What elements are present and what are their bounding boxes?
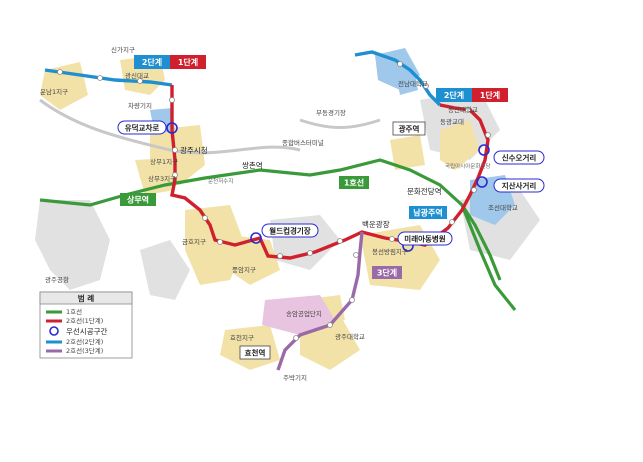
pill-mirae: 미래아동병원 — [404, 234, 445, 244]
station-sangmu: 상무역 — [127, 195, 149, 205]
stage1-path — [170, 85, 490, 260]
label-donggyo: 동광교대 — [440, 118, 464, 126]
legend-item-line1: 1호선 — [66, 307, 82, 316]
station-hyocheon: 효천역 — [245, 348, 266, 358]
station-boxes: 상무역 1호선 광주역 남광주역 3단계 효천역 — [120, 121, 447, 360]
area-labels: 신가지구 광신대교 운남1지구 차량기지 상무1지구 상무3지구 광주시청 쌍촌… — [40, 45, 518, 382]
label-gwangsin: 광신대교 — [125, 71, 149, 80]
label-joseon: 조선대학교 — [488, 203, 518, 212]
label-asia: 국립아시아문화전당 — [445, 162, 491, 170]
stage3-path — [276, 231, 364, 371]
priority-markers — [166, 122, 490, 252]
stage2-west-path — [44, 68, 173, 87]
base-areas — [35, 90, 540, 300]
tag-west-stage1: 1단계 — [178, 57, 198, 67]
label-charyang: 차량기지 — [128, 101, 152, 110]
rivers — [39, 98, 381, 155]
label-unchun: 운천저수지 — [208, 177, 233, 185]
label-songam: 송암공업단지 — [286, 309, 322, 318]
pill-sinsu: 신수오거리 — [502, 153, 537, 163]
label-gwangjusicheong: 광주시청 — [180, 145, 208, 155]
station-line1: 1호선 — [344, 178, 364, 188]
label-sangmu1: 상무1지구 — [150, 157, 178, 166]
station-namgwangju: 남광주역 — [413, 208, 442, 218]
label-jubak: 주박기지 — [283, 373, 307, 382]
tag-east-stage1: 1단계 — [480, 90, 500, 100]
label-hyocheon-district: 효천지구 — [230, 333, 254, 342]
legend: 범 례 1호선 2호선(1단계) 우선시공구간 2호선(2단계) 2호선(3단계… — [39, 291, 133, 359]
station-stage3: 3단계 — [377, 268, 397, 278]
legend-item-priority: 우선시공구간 — [66, 326, 107, 336]
station-gwangju: 광주역 — [399, 124, 420, 134]
pill-labels: 유덕교차로 월드컵경기장 신수오거리 지산사거리 미래아동병원 — [117, 120, 545, 246]
label-munhwa: 문화전당역 — [407, 186, 442, 196]
legend-item-stage1: 2호선(1단계) — [66, 316, 103, 325]
label-pungam: 풍암지구 — [232, 265, 256, 274]
label-sangmu3: 상무3지구 — [148, 174, 176, 183]
legend-title: 범 례 — [78, 293, 95, 303]
stage2-east-path — [354, 50, 442, 107]
line1-branch — [460, 204, 517, 311]
legend-item-stage2: 2호선(2단계) — [66, 337, 103, 346]
pill-worldcup: 월드컵경기장 — [269, 226, 310, 236]
label-baegun: 백운광장 — [362, 219, 390, 229]
tag-east-stage2: 2단계 — [444, 90, 464, 100]
label-sinka: 신가지구 — [111, 45, 135, 54]
legend-item-stage3: 2호선(3단계) — [66, 346, 103, 355]
label-ssangchon: 쌍촌역 — [242, 160, 263, 170]
label-gwangju-airport: 광주공항 — [45, 275, 69, 284]
label-unnam1: 운남1지구 — [40, 87, 68, 96]
label-bongseon: 봉선방림지구 — [372, 247, 408, 256]
tag-west-stage2: 2단계 — [142, 57, 162, 67]
label-jeonnam: 전남대학교 — [398, 79, 428, 88]
label-geumho: 금호지구 — [182, 237, 206, 246]
label-gwangju-univ: 광주대학교 — [335, 332, 365, 341]
industrial-area — [262, 295, 335, 335]
pill-jisan: 지산사거리 — [502, 181, 537, 191]
label-runway: 부동경기장 — [316, 108, 346, 117]
stage-tags: 2단계 1단계 2단계 1단계 — [134, 55, 508, 102]
line1-path — [39, 158, 502, 281]
label-terminal: 종합버스터미널 — [282, 138, 324, 147]
pill-yudeok: 유덕교차로 — [125, 123, 160, 133]
label-dongshin: 동신대학교 — [448, 105, 478, 114]
station-dots — [57, 61, 491, 341]
